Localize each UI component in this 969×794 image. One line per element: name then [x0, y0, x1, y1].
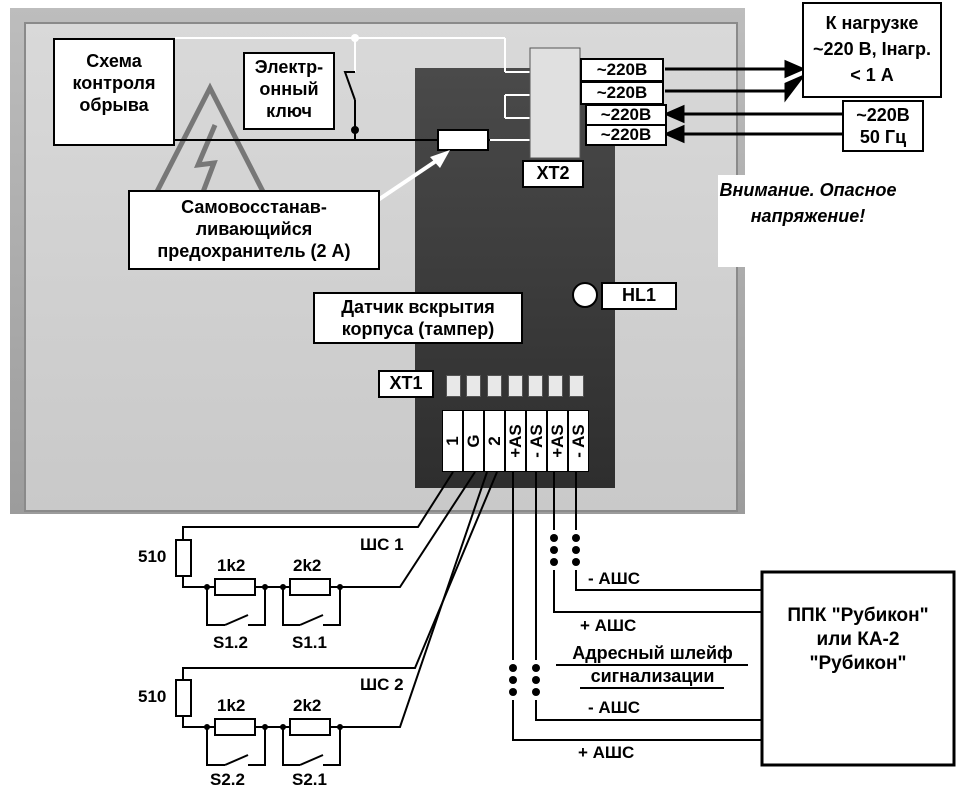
- xt1-screw: [487, 375, 502, 397]
- loop1-resistor-2: 2k2: [293, 556, 322, 575]
- xt2-terminal-label: ~220В: [585, 104, 667, 126]
- xt1-terminal-g: G: [463, 410, 484, 472]
- xt1-screw: [528, 375, 543, 397]
- loop2-switch-b: S2.1: [292, 770, 327, 789]
- loop1-resistor-1: 1k2: [217, 556, 246, 575]
- load-label: К нагрузке ~220 В, Iнагр. < 1 А: [802, 2, 942, 98]
- xt1-screw: [569, 375, 584, 397]
- xt1-terminal-as-minus: - AS: [526, 410, 547, 472]
- xt1-terminal-2: 2: [484, 410, 505, 472]
- xt1-screw: [446, 375, 461, 397]
- ppk-label: ППК "Рубикон" или КА-2 "Рубикон": [787, 605, 929, 674]
- addr-loop-plus-bottom: + АШС: [578, 743, 635, 762]
- xt1-terminal-as-minus: - AS: [568, 410, 589, 472]
- loop2-resistor-2: 2k2: [293, 696, 322, 715]
- xt1-screw: [466, 375, 481, 397]
- break-control-label: Схема контроля обрыва: [53, 38, 175, 146]
- led-hl1: [572, 282, 598, 308]
- loop1-resistor-end: 510: [138, 547, 167, 566]
- xt1-screw: [548, 375, 563, 397]
- addr-loop-plus-top: + АШС: [580, 616, 637, 635]
- xt2-terminal-label: ~220В: [580, 81, 664, 105]
- loop1-name: ШС 1: [360, 535, 404, 554]
- xt2-label: ХТ2: [522, 160, 584, 188]
- xt2-terminal-label: ~220В: [580, 58, 664, 82]
- electronic-key-label: Электр- онный ключ: [243, 52, 335, 130]
- fuse-symbol: [437, 129, 489, 151]
- loop-wiring: [182, 471, 762, 741]
- loop2-switch-a: S2.2: [210, 770, 245, 789]
- loop2-circuit: [175, 679, 345, 766]
- loop1-switch-a: S1.2: [213, 633, 248, 652]
- addr-loop-minus-top: - АШС: [588, 569, 641, 588]
- ppk-box: [760, 570, 956, 767]
- loop2-resistor-end: 510: [138, 687, 167, 706]
- xt1-terminal-as-plus: +AS: [505, 410, 526, 472]
- tamper-label: Датчик вскрытия корпуса (тампер): [313, 292, 523, 344]
- mains-label: ~220В 50 Гц: [842, 100, 924, 152]
- xt1-terminal-as-plus: +AS: [547, 410, 568, 472]
- loop2-name: ШС 2: [360, 675, 404, 694]
- xt1-label: ХТ1: [378, 370, 434, 398]
- xt2-block: [529, 47, 581, 159]
- warning-label: Внимание. Опасное напряжение!: [718, 175, 898, 267]
- xt1-terminal-1: 1: [442, 410, 463, 472]
- internal-wiring: [175, 37, 580, 141]
- loop1-switch-b: S1.1: [292, 633, 327, 652]
- addr-loop-minus-bottom: - АШС: [588, 698, 641, 717]
- loop2-resistor-1: 1k2: [217, 696, 246, 715]
- loop1-circuit: [175, 539, 345, 626]
- xt1-screw: [508, 375, 523, 397]
- hl1-label: HL1: [601, 282, 677, 310]
- switch-symbol: [343, 71, 356, 101]
- lightning-icon: [194, 124, 218, 201]
- xt2-terminal-label: ~220В: [585, 124, 667, 146]
- fuse-label: Самовосстанав- ливающийся предохранитель…: [128, 190, 380, 270]
- addr-loop-title: Адресный шлейф сигнализации: [572, 643, 733, 686]
